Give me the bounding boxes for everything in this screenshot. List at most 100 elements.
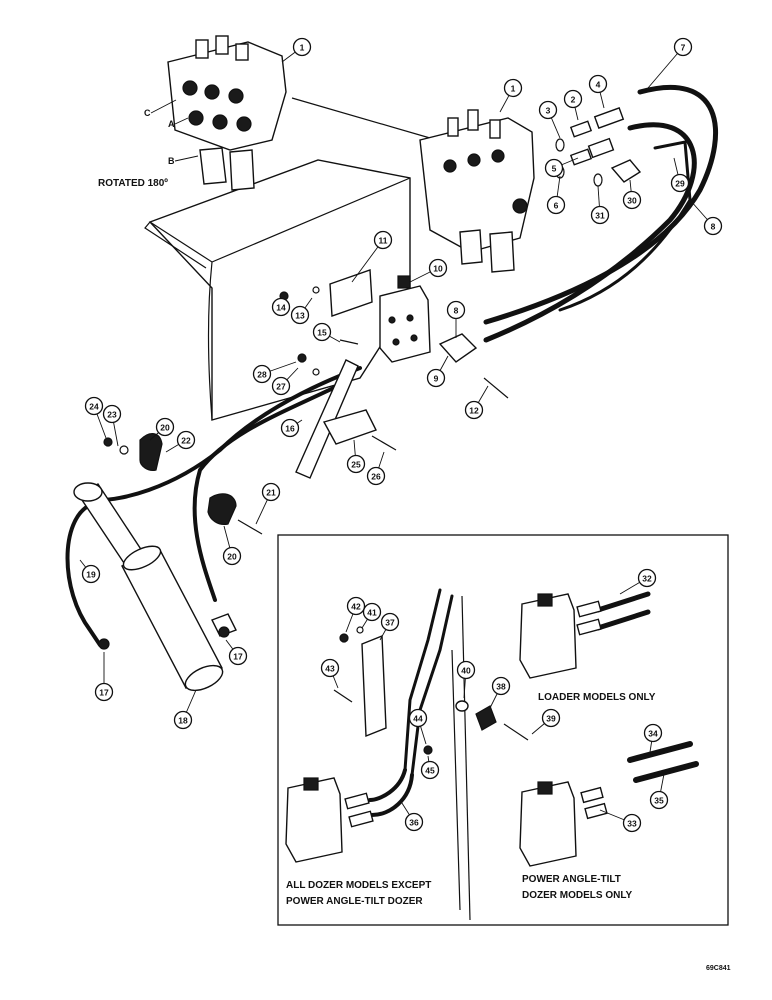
callout-26: 26 <box>366 466 386 486</box>
fittings-top <box>555 107 642 187</box>
control-valve-main <box>419 109 535 273</box>
callout-circle <box>346 454 366 474</box>
inset-block-angle-tilt <box>519 741 699 867</box>
callout-number: 19 <box>86 570 96 580</box>
callout-circle <box>622 190 642 210</box>
callout-number: 15 <box>317 328 327 338</box>
callout-9: 9 <box>426 368 446 388</box>
callout-number: 17 <box>233 652 243 662</box>
callout-number: 2 <box>571 95 576 105</box>
callout-circle <box>271 376 291 396</box>
callout-8: 8 <box>446 300 466 320</box>
callout-28: 28 <box>252 364 272 384</box>
callout-circle <box>544 158 564 178</box>
inset-block-loader <box>519 591 651 679</box>
callout-number: 45 <box>425 766 435 776</box>
callout-circle <box>102 404 122 424</box>
callout-number: 41 <box>367 608 377 618</box>
callout-18: 18 <box>173 710 193 730</box>
callout-32: 32 <box>637 568 657 588</box>
callout-number: 1 <box>300 43 305 53</box>
callout-circle <box>280 418 300 438</box>
callout-circle <box>538 100 558 120</box>
callout-29: 29 <box>670 173 690 193</box>
all-dozer-label-1: ALL DOZER MODELS EXCEPT <box>286 880 431 891</box>
callout-39: 39 <box>541 708 561 728</box>
callout-circle <box>404 812 424 832</box>
callout-number: 32 <box>642 574 652 584</box>
callout-number: 43 <box>325 664 335 674</box>
callout-5: 5 <box>544 158 564 178</box>
callout-number: 22 <box>181 436 191 446</box>
callout-number: 13 <box>295 311 305 321</box>
callout-41: 41 <box>362 602 382 622</box>
callout-number: 9 <box>434 374 439 384</box>
callout-number: 3 <box>546 106 551 116</box>
callout-circle <box>173 710 193 730</box>
callout-1: 1 <box>292 37 312 57</box>
callout-number: 30 <box>627 196 637 206</box>
callout-circle <box>673 37 693 57</box>
callout-circle <box>408 708 428 728</box>
callout-44: 44 <box>408 708 428 728</box>
hose-clamp <box>139 433 163 471</box>
callout-45: 45 <box>420 760 440 780</box>
callout-circle <box>464 400 484 420</box>
callout-8: 8 <box>703 216 723 236</box>
callout-1: 1 <box>503 78 523 98</box>
callout-12: 12 <box>464 400 484 420</box>
callout-circle <box>590 205 610 225</box>
callout-number: 20 <box>227 552 237 562</box>
inset-bracket-hoses <box>361 588 471 921</box>
callout-number: 21 <box>266 488 276 498</box>
port-label-a: A <box>168 119 175 129</box>
figure-code: 69C841 <box>706 965 731 972</box>
callout-25: 25 <box>346 454 366 474</box>
callout-circle <box>271 297 291 317</box>
callout-38: 38 <box>491 676 511 696</box>
inset-block-dozer <box>285 777 374 863</box>
callout-circle <box>312 322 332 342</box>
callout-circle <box>428 258 448 278</box>
callout-number: 38 <box>496 682 506 692</box>
callout-number: 40 <box>461 666 471 676</box>
callout-33: 33 <box>622 813 642 833</box>
callout-circle <box>346 596 366 616</box>
callout-circle <box>541 708 561 728</box>
callout-number: 18 <box>178 716 188 726</box>
callout-11: 11 <box>373 230 393 250</box>
callout-20: 20 <box>222 546 242 566</box>
callout-number: 31 <box>595 211 605 221</box>
callout-circle <box>373 230 393 250</box>
callout-number: 20 <box>160 423 170 433</box>
callout-number: 14 <box>276 303 286 313</box>
callout-circle <box>176 430 196 450</box>
callout-27: 27 <box>271 376 291 396</box>
callout-number: 8 <box>454 306 459 316</box>
callout-circle <box>456 660 476 680</box>
callout-circle <box>252 364 272 384</box>
callout-number: 1 <box>511 84 516 94</box>
loader-models-label: LOADER MODELS ONLY <box>538 692 656 703</box>
callout-circle <box>362 602 382 622</box>
callout-number: 11 <box>379 236 388 246</box>
callout-circle <box>155 417 175 437</box>
callout-number: 39 <box>546 714 556 724</box>
callout-circle <box>320 658 340 678</box>
control-valve-rotated <box>167 35 287 191</box>
distribution-block <box>379 275 431 363</box>
port-label-c: C <box>144 108 151 118</box>
callout-circle <box>420 760 440 780</box>
callout-circle <box>503 78 523 98</box>
callout-number: 35 <box>654 796 664 806</box>
callout-number: 29 <box>675 179 685 189</box>
callout-23: 23 <box>102 404 122 424</box>
callout-number: 5 <box>552 164 557 174</box>
callout-20: 20 <box>155 417 175 437</box>
callout-number: 16 <box>285 424 295 434</box>
callout-7: 7 <box>673 37 693 57</box>
callout-21: 21 <box>261 482 281 502</box>
callout-number: 25 <box>351 460 361 470</box>
